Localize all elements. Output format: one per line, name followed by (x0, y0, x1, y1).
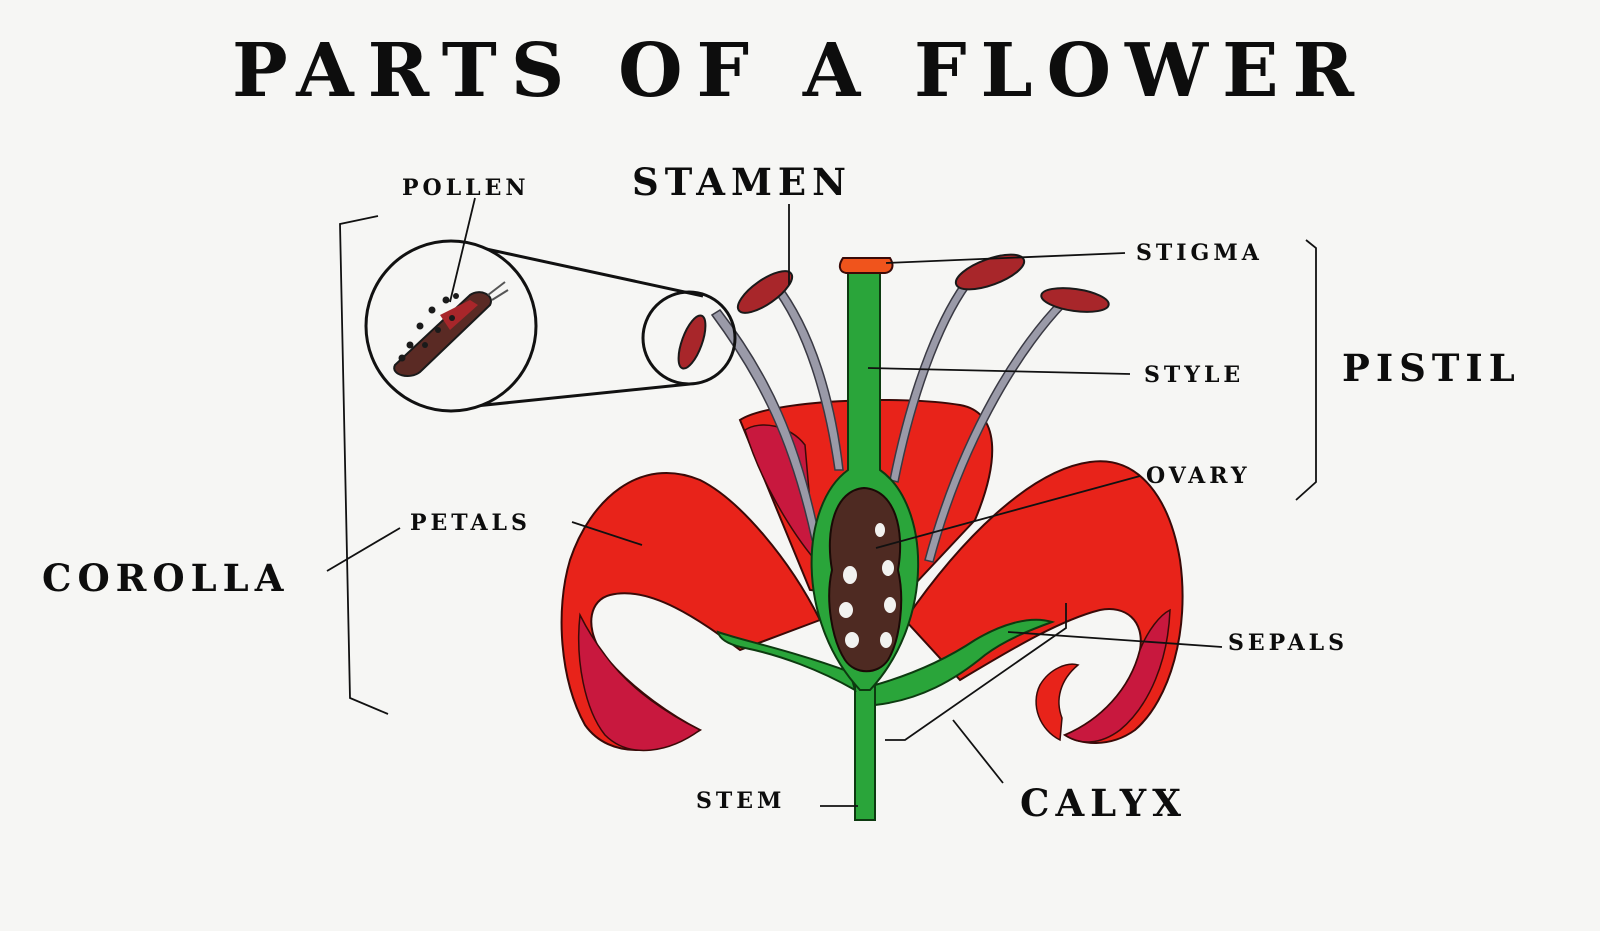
right-petal (903, 460, 1184, 744)
pollen-grains (398, 293, 459, 362)
label-pistil: PISTIL (1342, 346, 1521, 390)
petals-leader (571, 521, 643, 546)
calyx-leader (952, 719, 1004, 784)
label-stamen: STAMEN (632, 160, 852, 204)
label-petals: PETALS (410, 510, 531, 536)
left-sepal (716, 630, 857, 693)
ovary-leader (875, 475, 1141, 549)
pollen-leader (449, 197, 476, 303)
sepals-leader (1007, 631, 1223, 648)
label-pollen: POLLEN (402, 175, 530, 201)
flower-drawing (364, 239, 1184, 821)
label-corolla: COROLLA (42, 556, 290, 600)
label-calyx: CALYX (1020, 781, 1187, 825)
calyx-bracket (885, 603, 1067, 741)
right-petal-shade (1063, 608, 1171, 743)
style-leader (867, 367, 1131, 375)
ovules (839, 523, 896, 648)
corolla-bracket (339, 215, 389, 715)
leader-lines (326, 197, 1317, 807)
label-style: STYLE (1144, 362, 1245, 388)
label-stem: STEM (696, 788, 786, 814)
stem (854, 679, 876, 821)
label-ovary: OVARY (1146, 463, 1251, 489)
stigma-shape (838, 257, 894, 274)
corolla-leader (326, 527, 401, 572)
label-stigma: STIGMA (1136, 240, 1263, 266)
page-title: PARTS OF A FLOWER (231, 28, 1369, 114)
anther-magnifier (364, 239, 737, 413)
stigma-leader (885, 252, 1126, 264)
right-petal-curl (1035, 663, 1080, 742)
pistil-bracket (1295, 239, 1317, 501)
left-petal-shade (577, 612, 702, 752)
anthers (736, 253, 1110, 314)
label-sepals: SEPALS (1228, 630, 1349, 656)
right-sepal (874, 618, 1056, 707)
